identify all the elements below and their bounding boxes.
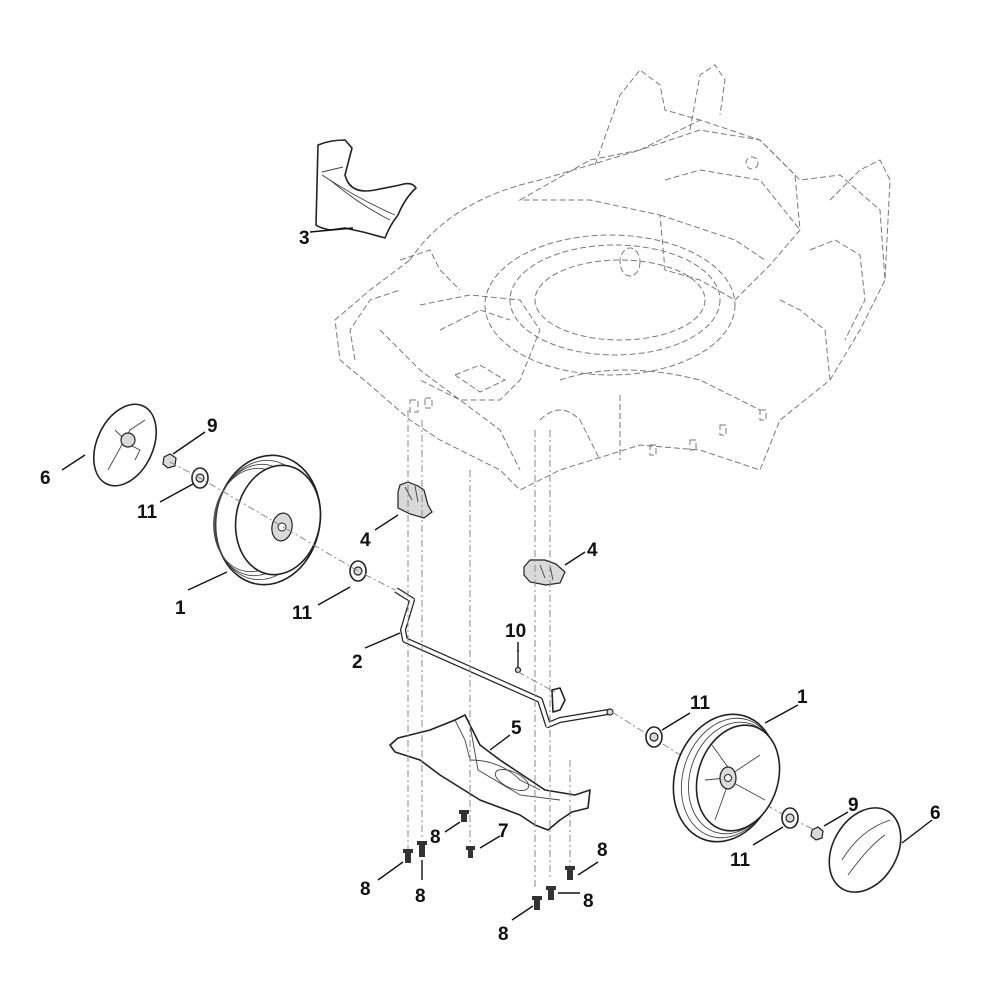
callout-labels: 3 6 9 11 1 4 11 2 4 10 5 11 1 9 6 11 7 8… <box>40 228 941 945</box>
part-9-nut-left <box>162 453 177 469</box>
part-5-skid-plate <box>389 714 591 831</box>
callout-10: 10 <box>505 621 526 642</box>
part-8-screws <box>403 810 575 910</box>
screw <box>565 866 575 880</box>
callout-4-right: 4 <box>587 540 598 561</box>
callout-6-right: 6 <box>930 803 941 824</box>
callout-9-left: 9 <box>207 416 218 437</box>
part-6-hubcap-left <box>92 403 158 487</box>
callout-4-left: 4 <box>360 530 371 551</box>
callout-11-left-outer: 11 <box>137 502 158 523</box>
callout-2: 2 <box>352 652 363 673</box>
part-1-wheel-left <box>213 454 322 586</box>
callout-11-left-inner: 11 <box>292 603 313 624</box>
callout-11-right-inner: 11 <box>690 693 711 714</box>
mower-deck-housing <box>334 64 891 491</box>
part-4-bracket-right <box>523 559 566 586</box>
callout-8-e: 8 <box>583 891 594 912</box>
callout-9-right: 9 <box>848 795 859 816</box>
part-4-bracket-left <box>397 481 433 519</box>
callout-8-a: 8 <box>430 827 441 848</box>
part-7-screw <box>466 846 475 858</box>
part-6-hubcap-right <box>828 807 902 893</box>
part-11-washer-right-inner <box>645 726 663 748</box>
callout-11-right-outer: 11 <box>730 850 751 871</box>
screw <box>417 841 427 857</box>
screw <box>403 849 413 863</box>
screw <box>532 896 542 910</box>
callout-3: 3 <box>299 228 310 249</box>
callout-7: 7 <box>498 821 509 842</box>
callout-1-right: 1 <box>797 687 808 708</box>
screw <box>546 886 556 900</box>
part-1-wheel-right <box>672 713 781 843</box>
mounting-centerlines <box>407 410 571 890</box>
part-10-pin <box>514 650 522 674</box>
screw <box>459 810 469 822</box>
leader-lines <box>61 227 933 921</box>
part-3-front-flap <box>315 139 417 239</box>
callout-8-f: 8 <box>498 924 509 945</box>
callout-1-left: 1 <box>175 598 186 619</box>
part-2-axle <box>394 587 614 728</box>
callout-6-left: 6 <box>40 468 51 489</box>
part-11-washer-right-outer <box>781 807 799 829</box>
callout-5: 5 <box>511 718 522 739</box>
callout-8-c: 8 <box>415 886 426 907</box>
callout-8-b: 8 <box>360 879 371 900</box>
part-11-washer-left-inner <box>349 560 367 582</box>
part-9-nut-right <box>810 826 824 841</box>
callout-8-d: 8 <box>597 840 608 861</box>
